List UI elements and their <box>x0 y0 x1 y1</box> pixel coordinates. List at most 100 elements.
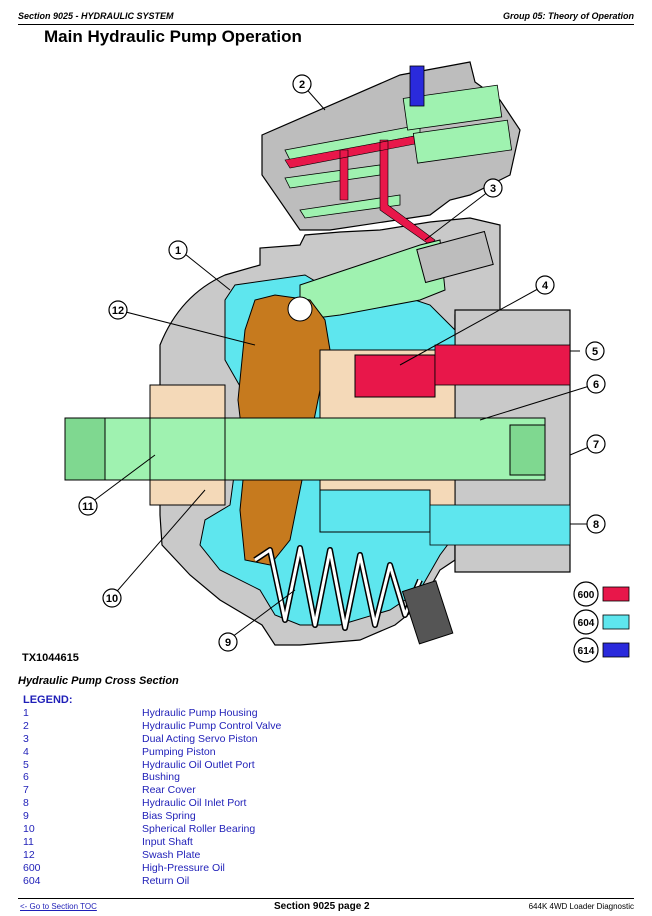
legend-item: 5 Hydraulic Oil Outlet Port <box>23 759 423 772</box>
legend-item: 11 Input Shaft <box>23 836 423 849</box>
figure-caption: Hydraulic Pump Cross Section <box>18 675 179 687</box>
svg-text:9: 9 <box>225 637 231 649</box>
pumping-piston <box>354 354 436 398</box>
svg-text:1: 1 <box>175 245 181 257</box>
legend-item: 10 Spherical Roller Bearing <box>23 823 423 836</box>
control-spool <box>402 84 503 131</box>
legend-item-label: Hydraulic Pump Housing <box>142 707 258 719</box>
legend-item: 7 Rear Cover <box>23 784 423 797</box>
legend-item: 3 Dual Acting Servo Piston <box>23 733 423 746</box>
outlet-port-passage <box>434 344 571 386</box>
legend-item-number: 7 <box>23 784 29 797</box>
legend-item-number: 11 <box>23 835 34 848</box>
legend-item-number: 604 <box>23 874 41 887</box>
svg-text:614: 614 <box>578 646 595 657</box>
callout-5: 5 <box>585 341 605 361</box>
callout-12: 12 <box>108 300 128 320</box>
header-section: Section 9025 - HYDRAULIC SYSTEM <box>18 11 174 21</box>
legend-item-number: 600 <box>23 861 41 874</box>
legend-item-label: Rear Cover <box>142 784 196 797</box>
callout-3: 3 <box>483 178 503 198</box>
legend-item: 12 Swash Plate <box>23 849 423 862</box>
color-key-600: 600 <box>573 581 630 607</box>
page-title: Main Hydraulic Pump Operation <box>44 27 302 46</box>
page-number: Section 9025 page 2 <box>274 901 370 912</box>
legend-item-label: Spherical Roller Bearing <box>142 823 256 836</box>
callout-6: 6 <box>586 374 606 394</box>
svg-text:12: 12 <box>112 305 124 317</box>
shaft-spline-rear <box>509 424 546 476</box>
legend-item-label: Hydraulic Oil Outlet Port <box>142 758 255 771</box>
page-footer: <- Go to Section TOC Section 9025 page 2… <box>18 898 634 915</box>
svg-text:604: 604 <box>578 618 595 629</box>
legend-item-label: Pumping Piston <box>142 745 216 758</box>
legend-list: 1 Hydraulic Pump Housing 2 Hydraulic Pump C… <box>23 707 423 887</box>
svg-text:3: 3 <box>490 183 496 195</box>
page-header: Section 9025 - HYDRAULIC SYSTEM Group 05… <box>18 9 634 25</box>
callout-2: 2 <box>292 74 312 94</box>
color-key-604: 604 <box>573 609 630 635</box>
legend-item-label: Return Oil <box>142 874 190 887</box>
svg-text:4: 4 <box>542 280 549 292</box>
callout-4: 4 <box>535 275 555 295</box>
color-swatch <box>602 642 630 658</box>
inlet-port-passage <box>429 504 571 546</box>
input-shaft <box>64 417 546 481</box>
legend-item-number: 2 <box>23 719 29 732</box>
legend-item: 6 Bushing <box>23 771 423 784</box>
servo-adjuster <box>416 230 494 284</box>
svg-text:6: 6 <box>593 379 599 391</box>
svg-text:5: 5 <box>592 346 598 358</box>
legend-item-number: 12 <box>23 848 35 861</box>
manual-title: 644K 4WD Loader Diagnostic <box>528 902 634 911</box>
legend-item-number: 4 <box>23 745 29 758</box>
callout-7: 7 <box>586 434 606 454</box>
legend-item: 2 Hydraulic Pump Control Valve <box>23 720 423 733</box>
svg-text:600: 600 <box>578 590 595 601</box>
bias-spring-inner <box>254 546 422 630</box>
svg-text:8: 8 <box>593 519 599 531</box>
legend-item: 4 Pumping Piston <box>23 746 423 759</box>
legend-item-label: Bushing <box>142 771 180 784</box>
legend-item-label: Hydraulic Pump Control Valve <box>142 719 282 732</box>
callout-1: 1 <box>168 240 188 260</box>
legend-item-number: 6 <box>23 771 29 784</box>
svg-text:10: 10 <box>106 593 118 605</box>
pilot-supply-plug <box>409 65 425 107</box>
legend-item: 1 Hydraulic Pump Housing <box>23 707 423 720</box>
figure-id: TX1044615 <box>22 652 79 664</box>
callout-9: 9 <box>218 632 238 652</box>
callout-8: 8 <box>586 514 606 534</box>
legend-item-number: 9 <box>23 810 29 823</box>
callout-10: 10 <box>102 588 122 608</box>
swash-plate-pivot <box>287 296 313 322</box>
color-swatch <box>602 586 630 602</box>
legend-item-label: Hydraulic Oil Inlet Port <box>142 797 247 810</box>
legend-item-label: Swash Plate <box>142 848 201 861</box>
color-key-614: 614 <box>573 637 630 663</box>
callout-11: 11 <box>78 496 98 516</box>
legend-item-number: 8 <box>23 797 29 810</box>
legend-item-number: 10 <box>23 823 35 836</box>
legend-item-label: Bias Spring <box>142 810 196 823</box>
go-to-section-toc-link[interactable]: <- Go to Section TOC <box>20 902 97 911</box>
legend-item-number: 3 <box>23 732 29 745</box>
spring-seat <box>401 580 454 645</box>
header-group: Group 05: Theory of Operation <box>502 11 634 21</box>
legend-item-number: 5 <box>23 758 29 771</box>
legend-item: 8 Hydraulic Oil Inlet Port <box>23 797 423 810</box>
legend-item-label: Input Shaft <box>142 835 193 848</box>
legend-item: 604 Return Oil <box>23 875 423 888</box>
bearing-shaft-section <box>149 417 226 481</box>
inlet-piston <box>319 489 431 533</box>
control-spool-2 <box>412 119 513 164</box>
legend-item-label: High-Pressure Oil <box>142 861 225 874</box>
legend-item: 9 Bias Spring <box>23 810 423 823</box>
legend-item-label: Dual Acting Servo Piston <box>142 732 258 745</box>
shaft-spline-front <box>64 417 106 481</box>
legend-item-number: 1 <box>23 707 29 719</box>
svg-text:2: 2 <box>299 79 305 91</box>
svg-text:11: 11 <box>82 501 94 513</box>
legend-title: LEGEND: <box>23 694 73 706</box>
